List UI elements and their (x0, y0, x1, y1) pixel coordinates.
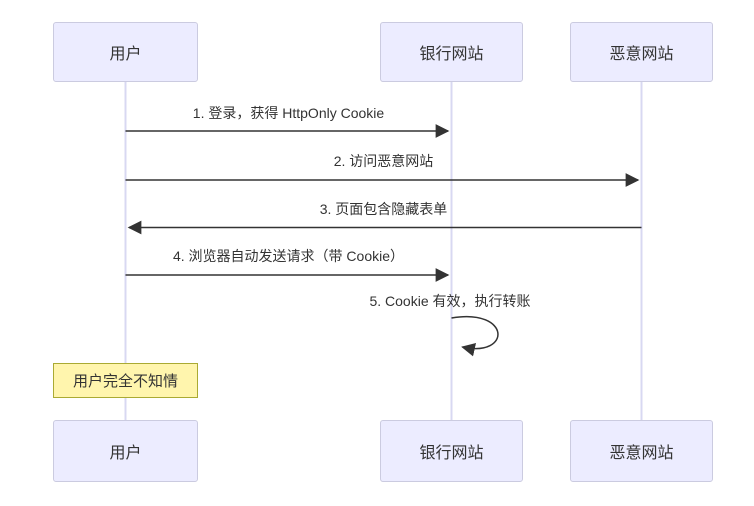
actor-user-bottom: 用户 (53, 420, 198, 482)
actor-user-top-label: 用户 (109, 46, 142, 63)
actor-evil-bottom: 恶意网站 (570, 420, 713, 482)
actor-evil-top-label: 恶意网站 (609, 46, 674, 63)
actor-bank-bottom-label: 银行网站 (419, 445, 484, 462)
actor-evil-top: 恶意网站 (570, 22, 713, 82)
actor-bank-bottom: 银行网站 (380, 420, 523, 482)
message-2-label: 2. 访问恶意网站 (333, 153, 434, 169)
actor-user-top: 用户 (53, 22, 198, 82)
actor-evil-bottom-label: 恶意网站 (609, 445, 674, 462)
message-3-label: 3. 页面包含隐藏表单 (319, 201, 448, 217)
message-5-self-loop-arrow (451, 315, 499, 357)
note-box: 用户完全不知情 (53, 363, 198, 398)
actor-bank-top: 银行网站 (380, 22, 523, 82)
message-4-label: 4. 浏览器自动发送请求（带 Cookie） (172, 248, 405, 264)
actor-user-bottom-label: 用户 (109, 445, 142, 462)
actor-bank-top-label: 银行网站 (419, 46, 484, 63)
note-label: 用户完全不知情 (72, 373, 178, 390)
message-5-label: 5. Cookie 有效，执行转账 (369, 293, 531, 309)
message-1-label: 1. 登录，获得 HttpOnly Cookie (192, 105, 385, 121)
